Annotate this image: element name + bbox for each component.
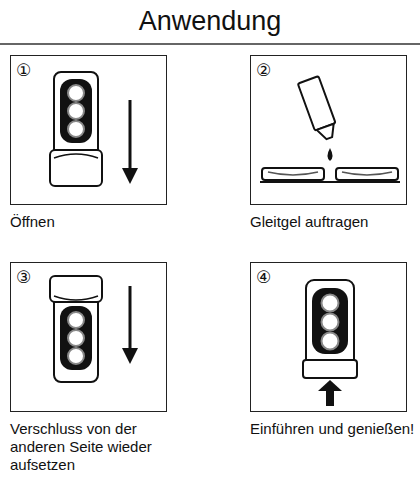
step-caption: Verschluss von der anderen Seite wieder … (10, 420, 180, 474)
step-number: ③ (16, 267, 31, 287)
device-cap-top (50, 276, 102, 382)
step-panel: ③ Verschluss von der anderen Seite wieder… (10, 262, 180, 474)
panel-frame: ③ (10, 262, 167, 412)
gel-drop (328, 148, 333, 161)
device-closed (303, 280, 357, 378)
step-caption: Einführen und genießen! (250, 420, 415, 438)
title: Anwendung (0, 4, 420, 38)
step-number: ① (16, 60, 31, 80)
gel-tube (298, 76, 340, 142)
step-panel: ④ Einführen und genießen! (250, 262, 415, 438)
step-panel: ① Öffnen (10, 55, 180, 231)
arrow-up (318, 380, 342, 406)
step-number: ④ (256, 267, 271, 287)
open-sleeve-tray (260, 168, 400, 182)
panel-frame: ④ (250, 262, 407, 412)
arrow-down (122, 100, 138, 184)
arrow-down (122, 286, 138, 364)
panel-frame: ② (250, 55, 407, 205)
step-caption: Öffnen (10, 213, 180, 231)
step-number: ② (256, 60, 271, 80)
title-rule (0, 43, 420, 45)
step-caption: Gleitgel auftragen (250, 213, 415, 231)
device-opening (50, 72, 102, 186)
panel-frame: ① (10, 55, 167, 205)
step-panel: ② Gleitgel auftragen (250, 55, 415, 231)
